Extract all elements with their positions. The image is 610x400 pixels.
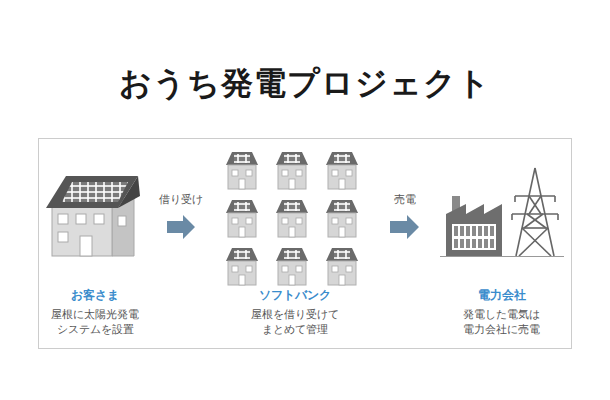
- diagram-title: おうち発電プロジェクト: [0, 62, 610, 106]
- group-heading: お客さま: [40, 287, 150, 303]
- group-description: 発電した電気は 電力会社に売電: [450, 307, 554, 337]
- block-arrow: [167, 215, 195, 239]
- column-group: 電力会社発電した電気は 電力会社に売電: [433, 165, 570, 337]
- factory: [446, 196, 502, 256]
- edge-label: 売電: [392, 192, 418, 207]
- customer-house: [46, 176, 140, 256]
- ground-line: [440, 256, 564, 257]
- column-group: お客さま屋根に太陽光発電 システムを設置: [40, 165, 150, 337]
- column-group: ソフトバンク屋根を借り受けて まとめて管理: [205, 165, 385, 337]
- group-heading: 電力会社: [433, 287, 570, 303]
- group-heading: ソフトバンク: [205, 287, 385, 303]
- group-description: 屋根を借り受けて まとめて管理: [243, 307, 347, 337]
- edge-label: 借り受け: [157, 192, 205, 207]
- panel: [39, 139, 572, 349]
- managed-houses: [226, 152, 358, 285]
- group-description: 屋根に太陽光発電 システムを設置: [43, 307, 147, 337]
- power-tower: [512, 168, 558, 256]
- block-arrow: [390, 215, 419, 239]
